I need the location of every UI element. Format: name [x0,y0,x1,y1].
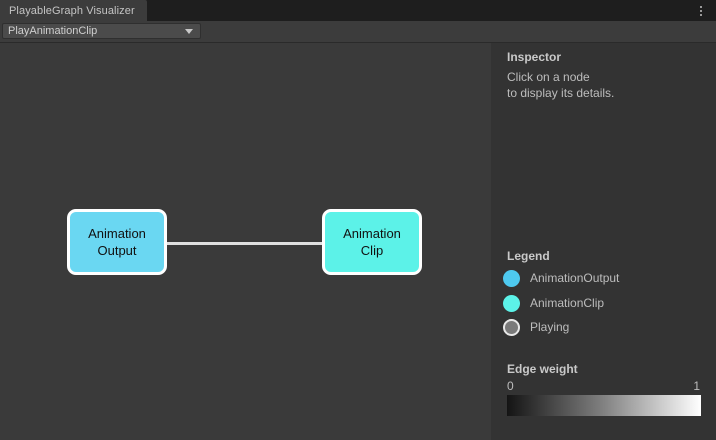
edge-weight-max-label: 1 [693,379,700,393]
legend-title: Legend [507,249,550,263]
inspector-title: Inspector [507,50,562,64]
kebab-menu-icon[interactable] [692,0,710,21]
graph-selector-dropdown[interactable]: PlayAnimationClip [2,23,201,39]
chevron-down-icon [185,29,193,34]
graph-edge [167,242,322,245]
kebab-dot [700,9,702,12]
legend-color-swatch-icon [503,269,520,287]
graph-node-animation-output[interactable]: Animation Output [67,209,167,275]
graph-node-label: Animation Output [88,226,146,258]
side-panel: Inspector Click on a node to display its… [491,43,716,440]
legend-ring-swatch-icon [503,318,520,336]
graph-node-animation-clip[interactable]: Animation Clip [322,209,422,275]
kebab-dot [700,5,702,8]
legend-item-animationclip: AnimationClip [503,292,604,314]
graph-node-label: Animation Clip [343,226,401,258]
graph-canvas[interactable]: Animation Output Animation Clip [0,43,491,440]
legend-item-playing: Playing [503,316,569,338]
legend-color-swatch-icon [503,294,520,312]
legend-item-label: Playing [530,320,570,334]
edge-weight-title: Edge weight [507,362,578,376]
inspector-hint: Click on a node to display its details. [507,70,615,100]
tab-playablegraph-visualizer[interactable]: PlayableGraph Visualizer [0,0,147,21]
edge-weight-gradient-bar [507,395,701,416]
tab-bar: PlayableGraph Visualizer [0,0,716,21]
toolbar: PlayAnimationClip [0,21,716,43]
edge-weight-min-label: 0 [507,379,514,393]
kebab-dot [700,13,702,16]
legend-item-label: AnimationClip [530,296,605,310]
legend-item-animationoutput: AnimationOutput [503,267,619,289]
tab-label: PlayableGraph Visualizer [9,4,135,17]
graph-selector-value: PlayAnimationClip [8,25,98,37]
legend-item-label: AnimationOutput [530,271,620,285]
